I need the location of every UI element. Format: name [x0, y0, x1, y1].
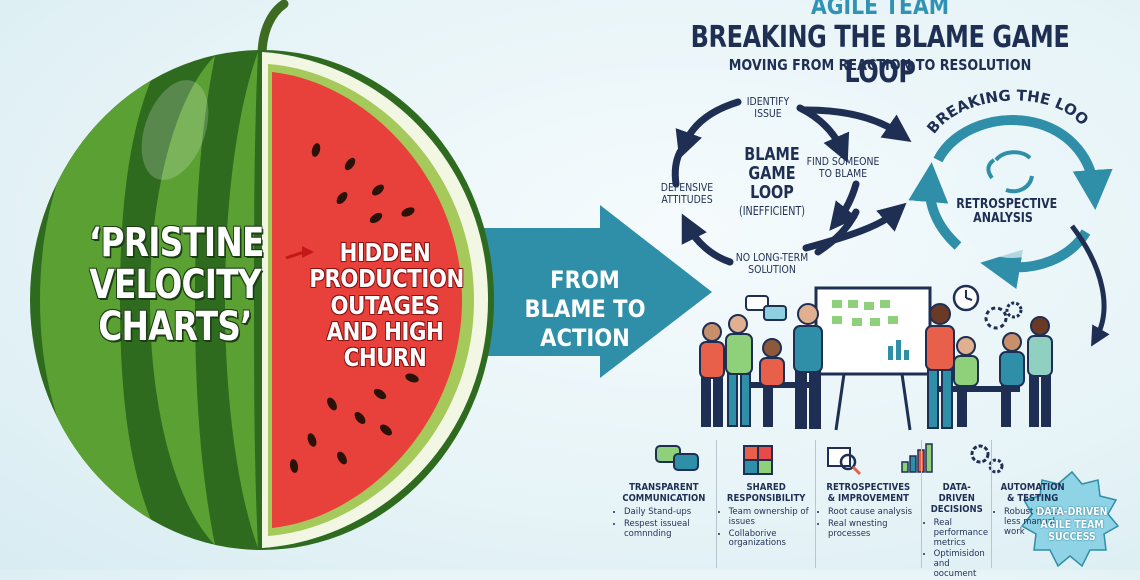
watermelon-rind-text: ‘PRISTINE VELOCITY CHARTS’: [88, 220, 264, 350]
practice-title: SHARED RESPONSIBILITY: [726, 482, 806, 504]
watermelon-flesh-text: HIDDEN PRODUCTION OUTAGES AND HIGH CHURN: [309, 238, 464, 372]
practice-communication: TRANSPARENT COMMUNICATION Daily Stand-up…: [612, 440, 716, 568]
practice-bullet: Daily Stand-ups: [624, 507, 713, 518]
blame-loop-note: (INEFFICIENT): [738, 203, 806, 218]
page-subtitle: MOVING FROM REACTION TO RESOLUTION: [728, 56, 1032, 74]
person-2: [725, 314, 753, 427]
team-illustration: [699, 284, 1053, 431]
recycle-icon: [986, 150, 1034, 194]
rind-stripes: [40, 52, 258, 548]
practice-bullet: Collaborive organizations: [729, 529, 812, 550]
puzzle-icon: [743, 445, 773, 475]
practice-bullet: Root cause analysis: [828, 507, 918, 518]
practice-bullet: Robust CI/CD, less manual work: [1004, 507, 1070, 537]
practice-bullet: Team ownership of issues: [729, 507, 812, 528]
practice-data-driven: DATA-DRIVEN DECISIONS Real performance m…: [920, 440, 991, 579]
person-5: [925, 303, 955, 429]
success-badge: [1020, 470, 1120, 568]
blame-loop-title: BLAME GAME LOOP: [744, 144, 800, 203]
practice-title: DATA-DRIVEN DECISIONS: [930, 482, 983, 515]
practice-responsibility: SHARED RESPONSIBILITY Team ownership of …: [715, 440, 815, 568]
person-7: [999, 332, 1025, 427]
magnifier-chart-icon: [827, 447, 862, 476]
blame-loop-center: BLAME GAME LOOP (INEFFICIENT): [732, 144, 812, 218]
practice-retrospectives: RETROSPECTIVES & IMPROVEMENT Root cause …: [815, 440, 921, 568]
practice-title: TRANSPARENT COMMUNICATION: [622, 482, 706, 504]
watermelon-flesh: [272, 72, 462, 528]
person-4: [793, 303, 823, 429]
person-6: [953, 336, 979, 427]
practice-bullet: Respest issueal comnnding: [624, 519, 713, 540]
person-8: [1027, 316, 1053, 427]
desk: [936, 386, 1020, 392]
watermelon-illustration: [30, 0, 494, 550]
loop-down-arrow: [1070, 224, 1110, 347]
retrospective-analysis-label: RETROSPECTIVE ANALYSIS: [956, 197, 1058, 227]
practice-title: AUTOMATION & TESTING: [1000, 482, 1065, 504]
header-kicker: AGILE TEAM: [810, 0, 950, 20]
transition-arrow: [470, 205, 712, 378]
practices-row: TRANSPARENT COMMUNICATION Daily Stand-up…: [612, 440, 1065, 579]
person-1: [699, 322, 725, 427]
transition-arrow-text: FROM BLAME TO ACTION: [524, 266, 646, 352]
loop-step-identify: IDENTIFY ISSUE: [746, 95, 790, 120]
gear-icon: [984, 306, 1008, 330]
breaking-loop-title: BREAKING THE LOOP: [918, 84, 1088, 137]
breaking-loop-title-arc: BREAKING THE LOOP: [918, 84, 1088, 137]
practice-bullet: Optimisidon and oocument: [934, 549, 988, 579]
watermelon-seeds: [289, 143, 419, 473]
blame-loop-arrows: [671, 98, 912, 266]
gears-icon: [970, 444, 1004, 474]
loop-step-blame: FIND SOMEONE TO BLAME: [806, 155, 880, 180]
practice-bullet: Real performance metrics: [934, 518, 988, 548]
practice-automation: AUTOMATION & TESTING Robust CI/CD, less …: [991, 440, 1073, 568]
stem: [257, 0, 289, 61]
svg-text:BREAKING THE LOOP: BREAKING THE LOOP: [918, 84, 1088, 137]
page-title: BREAKING THE BLAME GAME LOOP: [690, 20, 1070, 90]
success-badge-text: DATA-DRIVEN AGILE TEAM SUCCESS: [1036, 505, 1108, 544]
pointer-arrow: [285, 250, 305, 260]
loop-step-no-solution: NO LONG-TERM SOLUTION: [735, 251, 809, 276]
speech-bubbles-icon: [655, 445, 699, 471]
person-3: [759, 338, 785, 427]
practice-title: RETROSPECTIVES & IMPROVEMENT: [826, 482, 911, 504]
loop-step-defensive: DEFENSIVE ATTITUDES: [660, 181, 714, 206]
chat-bubble-icon: [745, 295, 769, 311]
breaking-loop-cycle: [908, 115, 1113, 347]
practice-bullet: Real wnesting processes: [828, 519, 918, 540]
